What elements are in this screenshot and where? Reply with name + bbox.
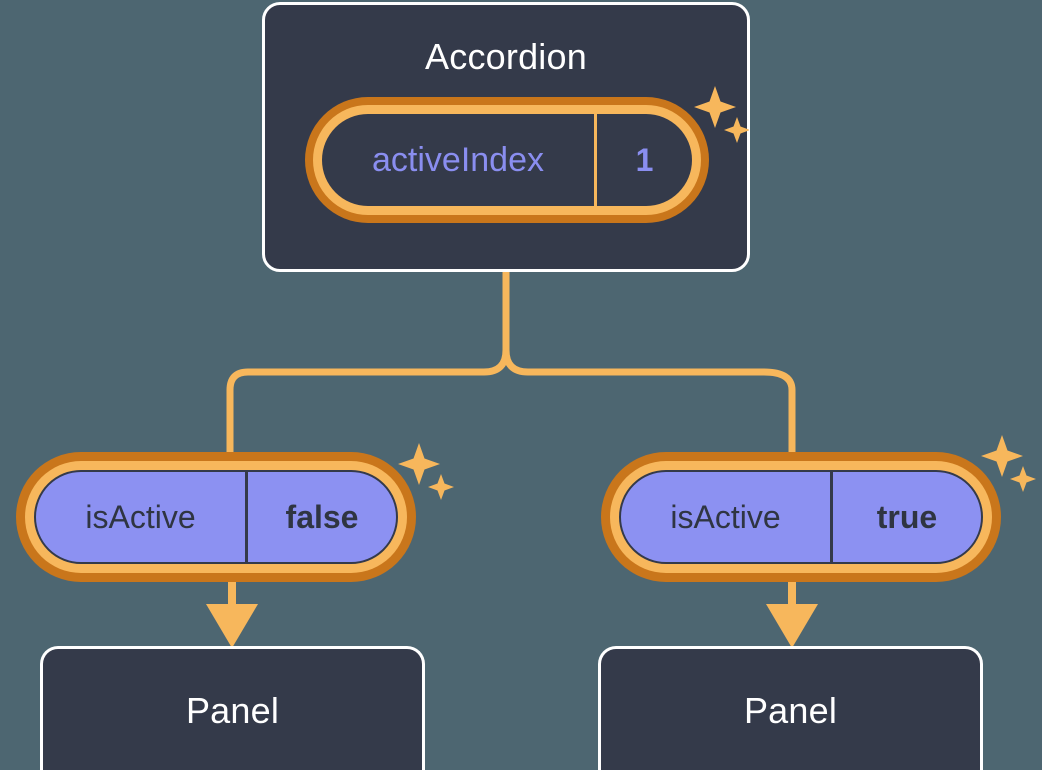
connector-branch-right [502, 346, 796, 470]
state-pill-isactive-true[interactable]: isActive true [619, 470, 983, 564]
state-pill-activeindex[interactable]: activeIndex 1 [322, 114, 692, 206]
state-pill-isactive-false[interactable]: isActive false [34, 470, 398, 564]
component-title-panel-left: Panel [185, 690, 280, 731]
state-key-isactive-left: isActive [36, 472, 248, 562]
state-value-isactive-left: false [285, 498, 359, 535]
arrow-down-icon [206, 604, 258, 648]
component-title-accordion: Accordion [425, 36, 587, 77]
state-key-activeindex: activeIndex [322, 114, 597, 206]
component-title-panel-right: Panel [743, 690, 838, 731]
connector-branch-left [226, 346, 510, 470]
state-value-isactive-right: true [876, 498, 938, 535]
component-card-panel-left[interactable]: Panel [40, 646, 425, 770]
state-key-isactive-right: isActive [621, 472, 833, 562]
arrow-down-icon [766, 604, 818, 648]
component-card-panel-right[interactable]: Panel [598, 646, 983, 770]
state-value-activeindex: 1 [635, 141, 654, 178]
